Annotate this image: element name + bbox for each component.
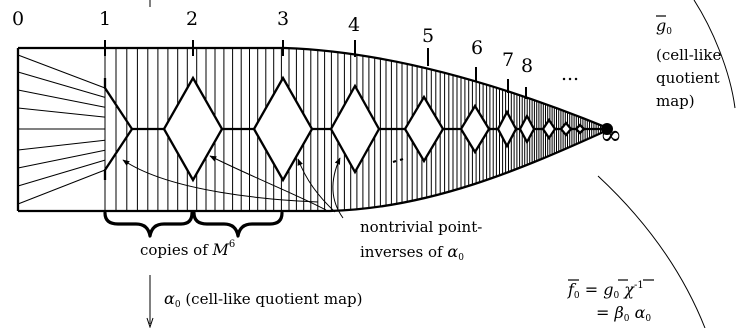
g0-map-arc xyxy=(693,0,736,109)
copies-label: copies of M6 xyxy=(140,239,235,259)
cone-wedge xyxy=(103,78,134,180)
brace-right xyxy=(192,211,284,238)
tick-label-5: 5 xyxy=(422,25,434,47)
tick-label-1: 1 xyxy=(99,8,111,30)
arrow-ellipsis-2 xyxy=(399,158,404,161)
point-inverse-arrows xyxy=(122,155,404,219)
tick-labels: 0 1 2 3 4 5 6 7 8 ... ∞ xyxy=(12,8,622,151)
nontrivial-label-line-2: inverses of α0 xyxy=(360,242,464,263)
cone-fan-lines xyxy=(17,54,106,205)
infinity-label: ∞ xyxy=(600,120,623,151)
tick-marks xyxy=(104,40,527,99)
tick-label-0: 0 xyxy=(12,8,24,30)
quotient-label-line-3: map) xyxy=(656,92,695,110)
copies-braces xyxy=(103,211,284,238)
tick-label-7: 7 xyxy=(502,49,514,71)
diamond-8 xyxy=(541,117,557,141)
quotient-label-line-1: (cell-like xyxy=(656,46,721,64)
tick-label-2: 2 xyxy=(186,8,198,30)
diamond-4 xyxy=(403,94,445,164)
tube-outline xyxy=(16,46,611,213)
quotient-map-label: g0 (cell-like quotient map) xyxy=(656,15,721,110)
alpha-arrow-head xyxy=(146,317,154,328)
f0-map-arc xyxy=(597,175,706,328)
quotient-label-line-2: quotient xyxy=(656,69,720,87)
bottom-boundary-curve xyxy=(18,127,611,213)
diamond-10 xyxy=(574,123,586,135)
fan-line xyxy=(17,54,106,89)
alpha-map-label: α0 (cell-like quotient map) xyxy=(164,289,363,310)
arrow-ellipsis-1 xyxy=(392,160,397,163)
arrow-to-diamond-1 xyxy=(209,155,327,211)
nontrivial-label-line-1: nontrivial point- xyxy=(360,218,482,236)
fan-line xyxy=(17,107,106,118)
fan-line xyxy=(17,149,106,169)
top-boundary-curve xyxy=(18,46,611,131)
infinity-point xyxy=(601,123,613,135)
fan-line xyxy=(17,71,106,98)
fan-line xyxy=(17,89,106,108)
tick-label-6: 6 xyxy=(471,37,483,59)
arrow-to-diamond-3 xyxy=(332,157,344,219)
fan-line xyxy=(17,139,106,151)
tick-label-3: 3 xyxy=(277,8,289,30)
g-symbol: g0 xyxy=(656,16,672,37)
fan-line xyxy=(17,159,106,187)
arrow-to-cone xyxy=(122,159,319,203)
composition-formula: f0 = g0 χ-1 = β0 α0 xyxy=(567,279,654,324)
tick-label-4: 4 xyxy=(348,14,360,36)
brace-left xyxy=(103,211,194,238)
formula-line-2: = β0 α0 xyxy=(596,303,651,324)
arrow-to-diamond-2 xyxy=(297,158,336,213)
tick-label-8: 8 xyxy=(521,55,533,77)
fan-line xyxy=(17,169,106,205)
formula-line-1: f0 = g0 χ-1 xyxy=(567,280,644,301)
point-inverse-chain xyxy=(103,75,604,183)
tick-label-ellipsis: ... xyxy=(561,63,579,85)
diamond-6 xyxy=(496,109,518,149)
diamond-1 xyxy=(162,75,224,183)
